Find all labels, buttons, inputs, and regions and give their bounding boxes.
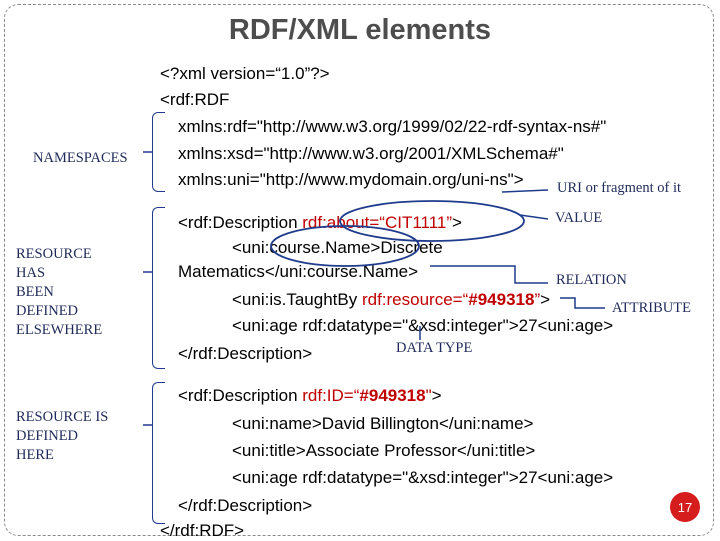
slide-title: RDF/XML elements [228, 14, 492, 46]
rdf-about-attr: rdf:about=“CIT1111” [302, 213, 453, 232]
label-data-type: DATA TYPE [396, 340, 473, 356]
code-desc1-open: <rdf:Description rdf:about=“CIT1111”> [178, 213, 462, 232]
label-resource-elsewhere: RESOURCE HAS BEEN DEFINED ELSEWHERE [16, 246, 103, 338]
code-ns-uni: xmlns:uni="http://www.mydomain.org/uni-n… [178, 170, 524, 189]
code-desc2-open: <rdf:Description rdf:ID=“#949318"> [178, 386, 442, 405]
callout-relation [430, 265, 548, 284]
code-desc1-course-name: <uni:course.Name>Discrete [232, 238, 443, 257]
code-desc1-close: </rdf:Description> [178, 344, 313, 363]
label-resource-here: RESOURCE IS DEFINED HERE [16, 409, 109, 463]
code-desc2-name: <uni:name>David Billington</uni:name> [232, 414, 534, 433]
ellipse-course-name [270, 225, 420, 267]
brace-namespaces [152, 112, 165, 192]
brace-resource-elsewhere [152, 207, 165, 369]
code-desc2-close: </rdf:Description> [178, 496, 313, 515]
label-value: VALUE [555, 210, 603, 226]
ellipse-value [339, 200, 525, 242]
label-attribute: ATTRIBUTE [612, 300, 691, 316]
code-desc1-age: <uni:age rdf:datatype="&xsd:integer">27<… [232, 316, 614, 335]
brace-resource-here [152, 382, 165, 524]
page-number-badge: 17 [670, 492, 700, 522]
label-namespaces: NAMESPACES [33, 150, 128, 166]
code-desc2-age: <uni:age rdf:datatype="&xsd:integer">27<… [232, 468, 614, 487]
code-desc2-title: <uni:title>Associate Professor</uni:titl… [232, 441, 536, 460]
slide-frame [4, 4, 714, 536]
code-ns-rdf: xmlns:rdf="http://www.w3.org/1999/02/22-… [178, 117, 607, 136]
code-xml-declaration: <?xml version=“1.0”?> [160, 64, 330, 83]
code-ns-xsd: xmlns:xsd="http://www.w3.org/2001/XMLSch… [178, 144, 564, 163]
callout-attribute [560, 297, 605, 309]
code-rdf-close: </rdf:RDF> [160, 521, 245, 540]
label-uri: URI or fragment of it [557, 180, 682, 196]
callout-value [519, 214, 549, 220]
code-desc1-course-name-cont: Matematics</uni:course.Name> [178, 262, 418, 281]
code-rdf-open: <rdf:RDF [160, 90, 230, 109]
callout-uri [501, 189, 549, 193]
label-relation: RELATION [556, 272, 627, 288]
code-desc1-taught-by: <uni:is.TaughtBy rdf:resource=“#949318”> [232, 290, 551, 309]
